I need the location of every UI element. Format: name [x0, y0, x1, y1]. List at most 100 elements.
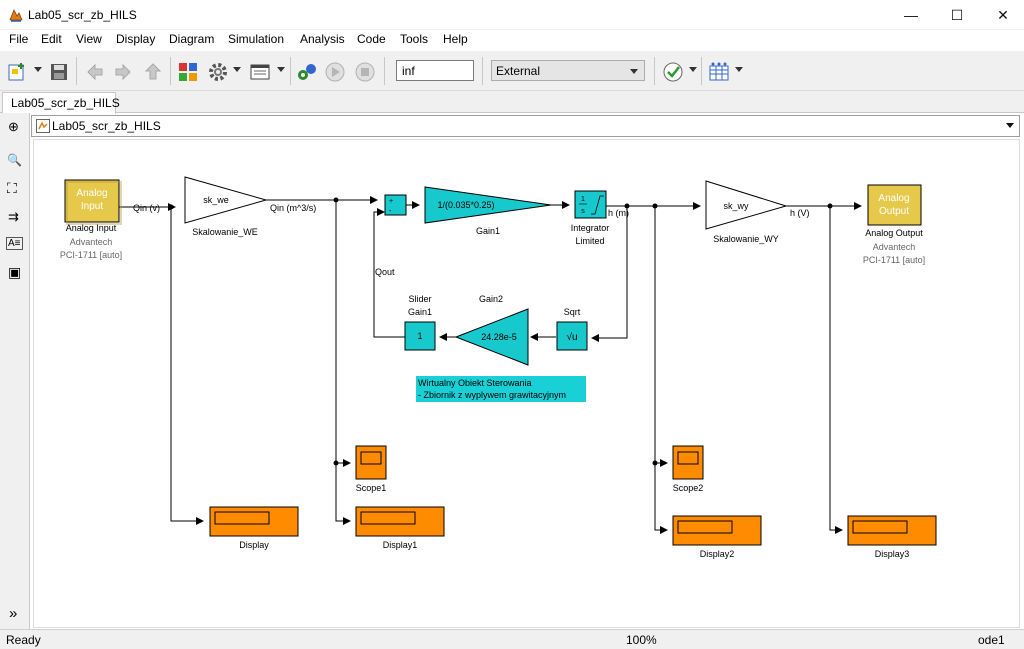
- fit-view-icon[interactable]: ⛶: [7, 180, 17, 196]
- analog-output-block[interactable]: Analog Output: [867, 184, 922, 226]
- new-model-dropdown-icon[interactable]: [34, 67, 42, 72]
- analog-output-box[interactable]: [867, 184, 922, 226]
- sqrt-label: Sqrt: [564, 307, 581, 317]
- address-bar[interactable]: [31, 115, 1020, 137]
- window-title: Lab05_scr_zb_HILS: [28, 8, 137, 22]
- arrow-icon[interactable]: ⇉: [8, 209, 19, 224]
- explorer-dropdown-icon[interactable]: [277, 67, 285, 72]
- menu-tools[interactable]: Tools: [400, 32, 429, 46]
- up-icon[interactable]: [142, 61, 164, 83]
- gear-icon[interactable]: [207, 61, 229, 83]
- menu-diagram[interactable]: Diagram: [169, 32, 215, 46]
- signal-dropdown-icon[interactable]: [735, 67, 743, 72]
- gain1-label: Gain1: [476, 226, 500, 236]
- analog-input-box[interactable]: [64, 179, 120, 223]
- signal-line[interactable]: [373, 208, 405, 338]
- analog-output-device: PCI-1711 [auto]: [863, 255, 925, 265]
- menu-display[interactable]: Display: [116, 32, 156, 46]
- signal-line[interactable]: [654, 206, 668, 467]
- signal-line[interactable]: [335, 463, 351, 525]
- signal-line[interactable]: [170, 207, 204, 525]
- annotation-icon[interactable]: A≡: [6, 237, 23, 250]
- menu-simulation[interactable]: Simulation: [228, 32, 285, 46]
- analog-output-label: Analog Output: [865, 228, 923, 238]
- slider-gain-block[interactable]: 1: [404, 321, 436, 351]
- gain1-block[interactable]: 1/(0.035*0.25): [424, 186, 552, 224]
- model-advisor-icon[interactable]: [662, 61, 684, 83]
- signal-label-qout: Qout: [375, 267, 395, 277]
- display2-block[interactable]: [672, 515, 762, 546]
- analog-input-label: Analog Input: [66, 223, 117, 233]
- menu-code[interactable]: Code: [357, 32, 386, 46]
- menu-view[interactable]: View: [76, 32, 102, 46]
- save-icon[interactable]: [48, 61, 70, 83]
- display3-block[interactable]: [847, 515, 937, 546]
- model-explorer-icon[interactable]: [249, 61, 271, 83]
- scope1-label: Scope1: [356, 483, 387, 493]
- signal-line[interactable]: [591, 206, 628, 342]
- scale-we-block[interactable]: sk_we: [184, 176, 268, 224]
- expand-icon[interactable]: ⊕: [8, 119, 19, 134]
- analog-input-block[interactable]: Analog Input: [64, 179, 122, 225]
- block-diagram: Analog Input Analog Input Advantech PCI-…: [60, 176, 937, 559]
- back-icon[interactable]: [84, 61, 106, 83]
- display1-block[interactable]: [355, 506, 445, 537]
- tab-model[interactable]: Lab05_scr_zb_HILS: [2, 92, 120, 114]
- display2-box[interactable]: [672, 515, 762, 546]
- display3-box[interactable]: [847, 515, 937, 546]
- gain1-triangle[interactable]: [424, 186, 552, 224]
- signal-line[interactable]: [335, 200, 351, 467]
- collapse-icon[interactable]: »: [9, 605, 18, 622]
- address-path[interactable]: Lab05_scr_zb_HILS: [52, 119, 161, 133]
- zoom-in-icon[interactable]: 🔍: [7, 153, 22, 167]
- integrator-box[interactable]: [574, 190, 607, 219]
- branch-point: [333, 460, 339, 466]
- scale-we-triangle[interactable]: [184, 176, 268, 224]
- minimize-button[interactable]: —: [904, 7, 918, 23]
- library-browser-icon[interactable]: [177, 61, 199, 83]
- advisor-dropdown-icon[interactable]: [689, 67, 697, 72]
- gain2-block[interactable]: 24.28e-5: [454, 308, 529, 366]
- connect-to-target-icon[interactable]: [296, 61, 318, 83]
- signal-line[interactable]: [654, 463, 668, 534]
- sum-block[interactable]: + -: [384, 194, 407, 216]
- display1-label: Display1: [383, 540, 418, 550]
- menu-edit[interactable]: Edit: [41, 32, 62, 46]
- simulation-mode-select[interactable]: External: [491, 60, 645, 81]
- maximize-button[interactable]: ☐: [950, 6, 964, 23]
- sqrt-block[interactable]: √u: [556, 321, 588, 351]
- integrator-block[interactable]: 1 s: [574, 190, 607, 219]
- close-button[interactable]: ✕: [997, 6, 1009, 23]
- menu-help[interactable]: Help: [443, 32, 468, 46]
- stop-time-input[interactable]: inf: [396, 60, 474, 81]
- new-model-icon[interactable]: [7, 61, 29, 83]
- toolbar-separator: [701, 57, 702, 85]
- slider-gain-box[interactable]: [404, 321, 436, 351]
- display-box[interactable]: [209, 506, 299, 537]
- scope2-block[interactable]: [672, 445, 704, 480]
- scale-wy-triangle[interactable]: [705, 180, 788, 230]
- gain2-triangle[interactable]: [454, 308, 529, 366]
- stop-icon[interactable]: [354, 61, 376, 83]
- run-icon[interactable]: [324, 61, 346, 83]
- annotation-box[interactable]: [416, 376, 586, 402]
- sqrt-box[interactable]: [556, 321, 588, 351]
- address-dropdown-icon[interactable]: [1006, 123, 1014, 128]
- menu-file[interactable]: File: [9, 32, 29, 46]
- signal-table-icon[interactable]: [708, 61, 730, 83]
- menu-analysis[interactable]: Analysis: [300, 32, 345, 46]
- forward-icon[interactable]: [112, 61, 134, 83]
- signal-line[interactable]: [829, 206, 843, 534]
- annotation-line-1: Wirtualny Obiekt Sterowania: [418, 378, 532, 388]
- gain2-text: 24.28e-5: [481, 332, 517, 342]
- scale-wy-label: Skalowanie_WY: [713, 234, 779, 244]
- branch-point: [624, 203, 630, 209]
- display1-box[interactable]: [355, 506, 445, 537]
- image-icon[interactable]: ▣: [8, 264, 22, 280]
- scope1-block[interactable]: [355, 445, 387, 480]
- scale-wy-block[interactable]: sk_wy: [705, 180, 788, 230]
- sum-box[interactable]: [384, 194, 407, 216]
- annotation-block[interactable]: Wirtualny Obiekt Sterowania - Zbiornik z…: [416, 376, 586, 402]
- gear-dropdown-icon[interactable]: [233, 67, 241, 72]
- display-block[interactable]: [209, 506, 299, 537]
